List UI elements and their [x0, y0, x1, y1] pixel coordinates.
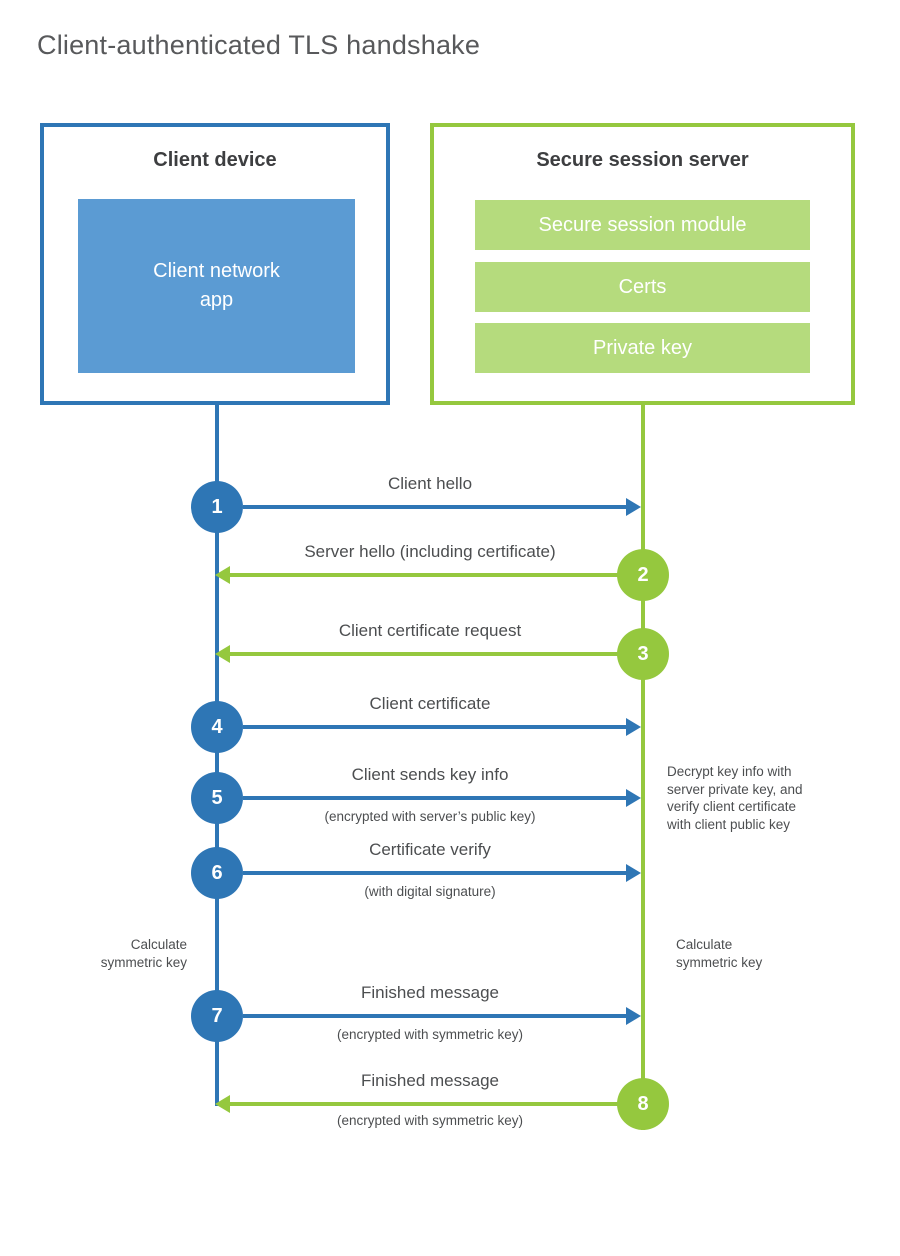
step-1-arrowhead-icon: [626, 498, 641, 516]
note-server-calculate: Calculate symmetric key: [676, 937, 763, 970]
step-2-arrowhead-icon: [215, 566, 230, 584]
note-client-calculate: Calculate symmetric key: [100, 937, 187, 970]
step-4-arrowhead-icon: [626, 718, 641, 736]
arrow-label-step-4: Client certificate: [369, 694, 491, 713]
step-8-badge: 8: [617, 1078, 669, 1130]
arrow-sublabel-step-7: (encrypted with symmetric key): [336, 1027, 524, 1042]
page-title: Client-authenticated TLS handshake: [37, 30, 481, 60]
arrow-label-step-5: Client sends key info: [351, 765, 509, 784]
arrow-label-step-1: Client hello: [387, 474, 473, 493]
client-device-title: Client device: [153, 149, 277, 171]
server-module-bar-certs: Certs: [475, 262, 810, 312]
arrow-label-step-6: Certificate verify: [369, 840, 491, 859]
client-lifeline: [215, 405, 219, 1106]
step-7-arrowhead-icon: [626, 1007, 641, 1025]
step-4-badge: 4: [191, 701, 243, 753]
step-6-badge: 6: [191, 847, 243, 899]
server-lifeline: [641, 405, 645, 1130]
arrow-sublabel-step-5: (encrypted with server’s public key): [324, 809, 536, 824]
client-network-app-box: Client network app: [78, 199, 355, 373]
step-3-arrowhead-icon: [215, 645, 230, 663]
arrow-label-step-8: Finished message: [361, 1071, 499, 1090]
step-1-badge: 1: [191, 481, 243, 533]
step-7-arrow: [243, 1014, 627, 1018]
note-server-decrypt: Decrypt key info with server private key…: [667, 764, 803, 832]
step-5-arrowhead-icon: [626, 789, 641, 807]
step-8-arrow: [230, 1102, 643, 1106]
step-2-badge: 2: [617, 549, 669, 601]
server-module-bar-secure-session: Secure session module: [475, 200, 810, 250]
step-5-badge: 5: [191, 772, 243, 824]
step-8-arrowhead-icon: [215, 1095, 230, 1113]
step-1-arrow: [243, 505, 627, 509]
step-3-arrow: [230, 652, 643, 656]
step-2-arrow: [230, 573, 643, 577]
arrow-sublabel-step-6: (with digital signature): [364, 884, 496, 899]
server-module-bar-private-key: Private key: [475, 323, 810, 373]
server-title: Secure session server: [536, 149, 749, 171]
arrow-label-step-7: Finished message: [361, 983, 499, 1002]
step-6-arrowhead-icon: [626, 864, 641, 882]
step-4-arrow: [243, 725, 627, 729]
step-7-badge: 7: [191, 990, 243, 1042]
arrow-sublabel-step-8: (encrypted with symmetric key): [336, 1113, 524, 1128]
step-6-arrow: [243, 871, 627, 875]
arrow-label-step-3: Client certificate request: [338, 621, 522, 640]
step-5-arrow: [243, 796, 627, 800]
step-3-badge: 3: [617, 628, 669, 680]
arrow-label-step-2: Server hello (including certificate): [304, 542, 556, 561]
